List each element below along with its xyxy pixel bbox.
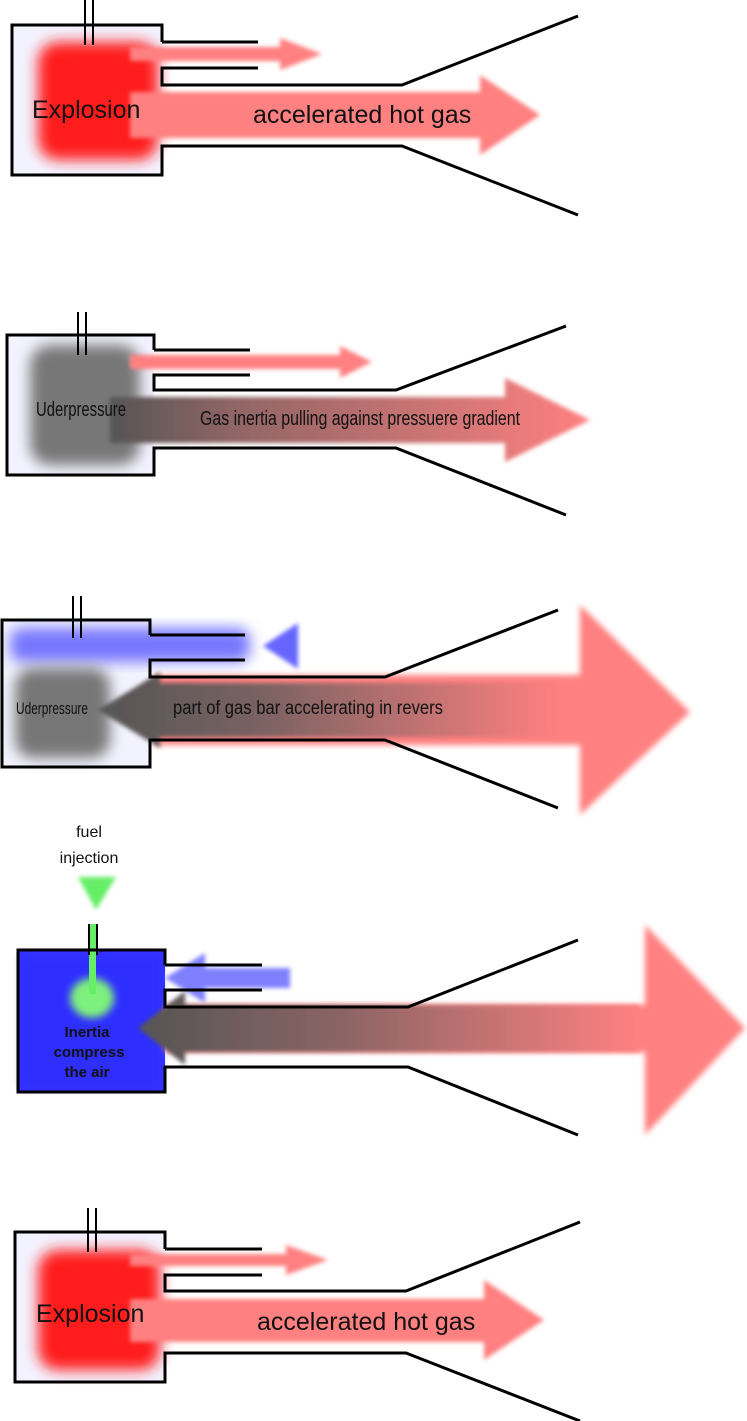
exhaust-arrow [130, 1280, 544, 1360]
flow-label: accelerated hot gas [257, 1308, 475, 1336]
intake-arrow [130, 38, 322, 70]
chamber-label: Explosion [36, 1300, 144, 1328]
reverse-arrow [98, 672, 560, 748]
chamber-label: Uderpressure [16, 699, 88, 718]
stage-5-explosion: Explosion accelerated hot gas [13, 1208, 581, 1421]
fuel-injector [72, 596, 82, 638]
flow-label: accelerated hot gas [253, 101, 471, 129]
chamber-wall [0, 618, 559, 810]
stage-4-fuel-injection: fuel injection Inertia compress the air [16, 824, 745, 1137]
fuel-jet [89, 924, 96, 994]
stage-1-explosion: Explosion accelerated hot gas [10, 0, 579, 217]
chamber-wall [16, 948, 579, 1137]
chamber-label: Uderpressure [36, 399, 126, 421]
flow-label: part of gas bar accelerating in revers [173, 698, 443, 719]
fuel-injector [84, 0, 94, 45]
fresh-air-arrowhead [263, 623, 298, 669]
chamber-line3: the air [64, 1064, 109, 1081]
fuel-label-line1: fuel [76, 824, 102, 841]
intake-arrow [130, 1245, 328, 1275]
chamber-line2: compress [54, 1044, 125, 1061]
stage-2-underpressure: Uderpressure Gas inertia pulling against… [5, 312, 590, 517]
chamber-wall [5, 333, 567, 517]
chamber-line1: Inertia [64, 1024, 110, 1041]
fuel-injection-arrow [78, 877, 116, 910]
fuel-injector [87, 1208, 97, 1252]
fuel-spray [70, 978, 114, 1018]
intake-lower-wall [148, 608, 559, 679]
chamber-wall [13, 1230, 581, 1421]
chamber-wall [10, 23, 579, 217]
intake-lower-wall [160, 14, 579, 87]
reverse-arrow [138, 991, 640, 1065]
intake-arrow [130, 346, 372, 378]
fuel-label-line2: injection [60, 850, 119, 867]
explosion-cloud [38, 1250, 160, 1370]
flow-label: Gas inertia pulling against pressuere gr… [200, 408, 520, 430]
intake-lower-wall [152, 324, 567, 392]
exhaust-arrow [130, 75, 540, 155]
explosion-cloud [38, 42, 158, 160]
chamber-label: Explosion [32, 96, 140, 124]
fuel-injector [77, 312, 87, 355]
exhaust-arrow [110, 378, 590, 462]
fuel-injector [88, 924, 98, 955]
underpressure-cloud [15, 668, 110, 758]
intake-lower-wall [163, 938, 579, 1009]
stage-3-reverse-flow: Uderpressure part of gas bar acceleratin… [0, 596, 690, 815]
fresh-air-cloud [10, 628, 250, 662]
intake-lower-wall [163, 1220, 581, 1293]
